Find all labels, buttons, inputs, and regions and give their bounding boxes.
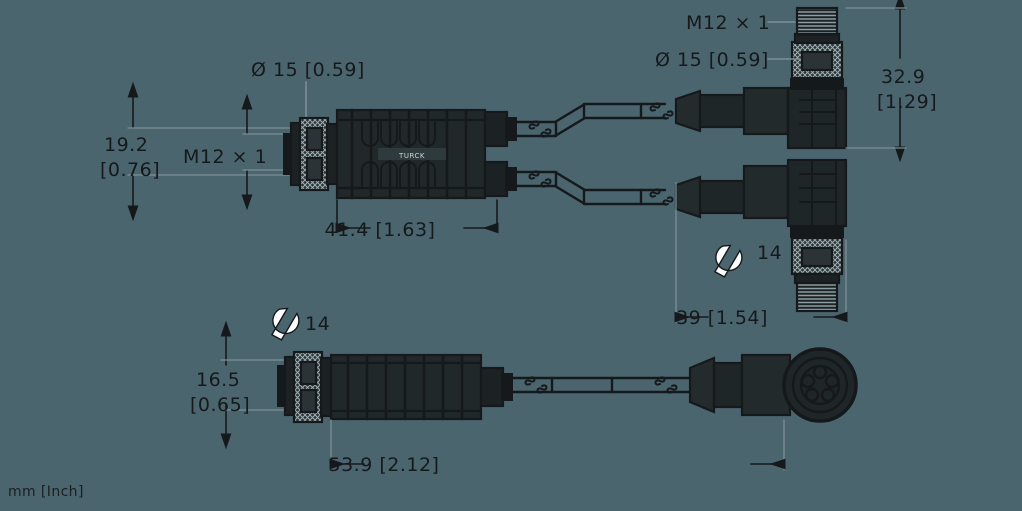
dim-39 [674,182,848,323]
label-length-body-top: 41.4 [1.63] [325,219,436,241]
label-height-bottom-inch: [0.65] [190,394,250,416]
cable-bottom [511,376,692,394]
splitter-body-top [335,108,487,200]
cable-branch-lower [515,170,674,206]
dim-m12-left [241,93,291,211]
label-wrench-bottom: 14 [305,313,330,335]
label-height-left: 19.2 [104,134,148,156]
connector-right-angle-face [688,347,858,423]
cordset-body-bottom [329,353,513,421]
connector-right-angle-upper [674,6,848,150]
connector-female-bottom-left [277,350,333,424]
cable-branch-upper [515,102,674,138]
connector-female-top-left [283,116,339,192]
dim-19-2 [127,81,296,222]
dim-53-9 [329,419,786,471]
label-thread-top-right: M12 × 1 [686,12,770,34]
label-height-left-inch: [0.76] [100,159,160,181]
dim-32-9 [845,0,907,163]
brand-mark: TURCK [398,152,425,160]
label-diameter-top-left: Ø 15 [0.59] [251,59,365,81]
connector-right-angle-lower [674,158,848,313]
dim-41-4 [335,199,499,234]
label-length-bottom: 53.9 [2.12] [329,454,440,476]
label-height-right-inch: [1.29] [877,91,937,113]
label-wrench-right: 14 [757,242,782,264]
wrench-icon-bottom [270,307,300,341]
wrench-icon-right [713,244,743,278]
label-height-right: 32.9 [881,66,925,88]
units-note: mm [Inch] [8,484,84,500]
label-diameter-top-right: Ø 15 [0.59] [655,49,769,71]
label-length-right: 39 [1.54] [676,307,768,329]
label-height-bottom: 16.5 [196,369,240,391]
label-thread-left: M12 × 1 [183,146,267,168]
splitter-outlets [483,110,517,198]
